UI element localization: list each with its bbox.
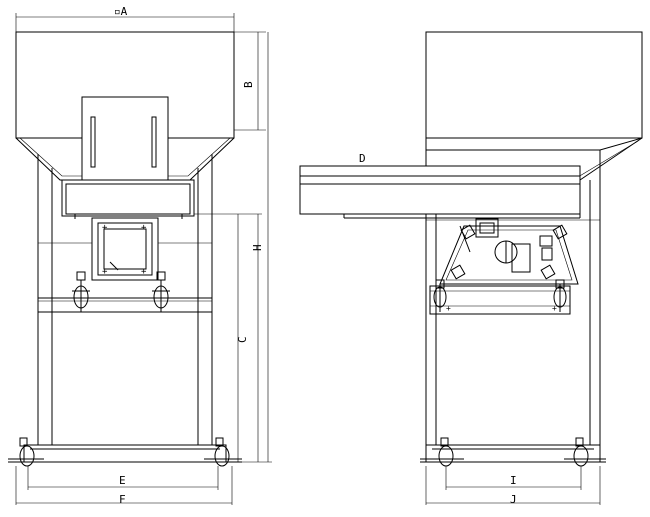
front-cross-bar <box>37 297 213 313</box>
side-cross-bar <box>429 285 571 315</box>
svg-text:+: + <box>141 267 147 277</box>
dim-label-b: B <box>242 81 255 88</box>
dim-label-j: J <box>510 493 517 506</box>
front-roller-right <box>152 271 170 312</box>
front-view: + + + + <box>8 5 272 506</box>
side-vibrator-frame <box>439 225 579 285</box>
front-foot-right <box>204 437 242 467</box>
front-feeder-body <box>91 217 159 281</box>
side-roller-left <box>433 279 447 312</box>
dim-label-e: E <box>119 474 126 487</box>
svg-text:+: + <box>552 304 557 313</box>
side-foot-left <box>420 437 464 467</box>
side-roller-right <box>553 279 567 312</box>
dim-label-a: ▫A <box>114 5 128 18</box>
svg-text:+: + <box>141 223 147 233</box>
svg-text:+: + <box>102 267 108 277</box>
dim-label-i: I <box>510 474 517 487</box>
front-base <box>23 444 227 463</box>
dim-label-h: H <box>251 244 264 251</box>
dim-label-f: F <box>119 493 126 506</box>
side-base <box>425 444 601 463</box>
front-foot-left <box>8 437 44 467</box>
svg-text:+: + <box>446 304 451 313</box>
dim-label-d: D <box>359 152 366 165</box>
front-discharge-box <box>61 179 195 217</box>
side-view: D + + <box>299 31 643 506</box>
side-hopper-top <box>425 31 643 139</box>
dim-label-c: C <box>236 336 249 343</box>
svg-text:+: + <box>102 223 108 233</box>
side-foot-right <box>564 437 606 467</box>
side-discharge-chute <box>299 165 581 215</box>
front-motor-housing <box>81 96 169 186</box>
front-roller-left <box>72 271 90 312</box>
